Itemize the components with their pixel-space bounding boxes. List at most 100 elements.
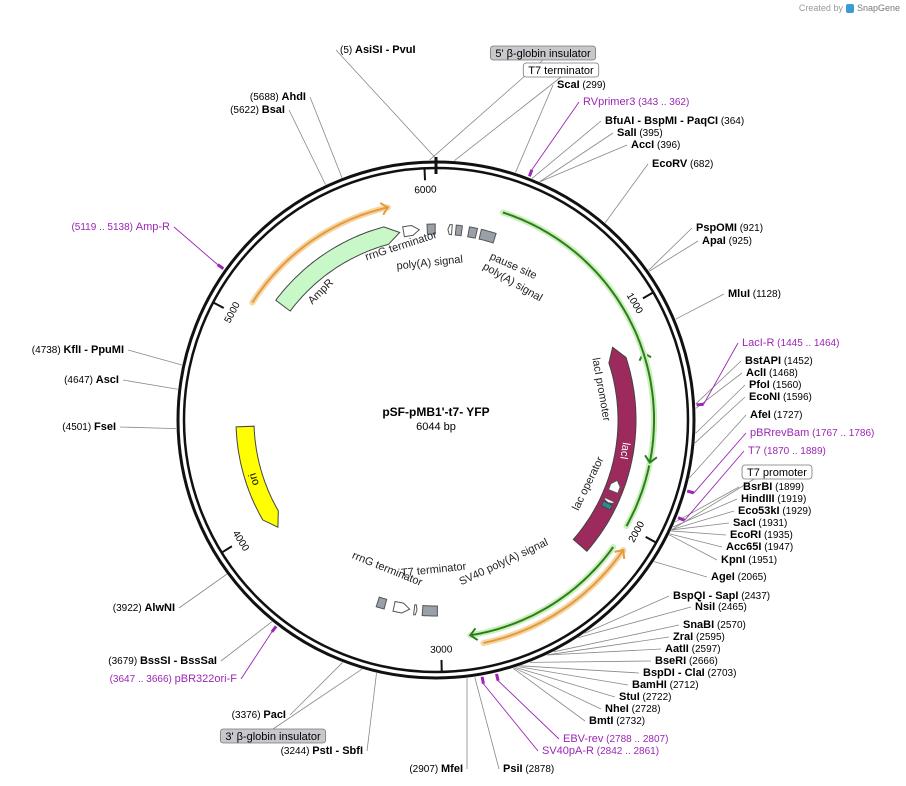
- leader-line: [695, 372, 743, 409]
- enzyme-site-label[interactable]: SacI (1931): [733, 517, 787, 529]
- feature-callout-box[interactable]: T7 promoter: [741, 464, 813, 480]
- primer-label[interactable]: (5119 .. 5138) Amp-R: [71, 221, 170, 233]
- enzyme-site-label[interactable]: MluI (1128): [728, 288, 781, 300]
- rrng-terminator-top-feature[interactable]: [402, 224, 421, 238]
- enzyme-site-label[interactable]: (3922) AlwNI: [113, 602, 175, 614]
- enzyme-text: BspQI: [673, 590, 705, 602]
- amp-orange-feature: [251, 206, 389, 304]
- created-by-text: Created by: [798, 3, 843, 13]
- enzyme-site-label[interactable]: AccI (396): [631, 139, 680, 151]
- primer-label[interactable]: (3647 .. 3666) pBR322ori-F: [110, 673, 238, 685]
- enzyme-text: (2065): [735, 572, 767, 583]
- enzyme-text: (4738): [32, 345, 64, 356]
- enzyme-site-label[interactable]: NheI (2728): [605, 703, 661, 715]
- enzyme-site-label[interactable]: BfuAI - BspMI - PaqCI (364): [605, 115, 744, 127]
- poly-a-signal-box-feature[interactable]: [478, 228, 497, 244]
- rrng-terminator-feature[interactable]: [392, 600, 411, 614]
- enzyme-site-label[interactable]: ApaI (925): [702, 235, 752, 247]
- enzyme-text: SbfI: [342, 745, 363, 757]
- 5-insulator-box-feature[interactable]: [426, 223, 436, 235]
- enzyme-site-label[interactable]: (5) AsiSI - PvuI: [340, 44, 416, 56]
- enzyme-site-label[interactable]: PfoI (1560): [749, 379, 801, 391]
- primer-binding-mark: [270, 625, 278, 633]
- ori-feature[interactable]: [235, 425, 279, 528]
- enzyme-site-label[interactable]: (4501) FseI: [62, 421, 116, 433]
- leader-line: [671, 510, 735, 530]
- enzyme-site-label[interactable]: HindIII (1919): [741, 493, 806, 505]
- enzyme-site-label[interactable]: BspQI - SapI (2437): [673, 590, 770, 602]
- enzyme-site-label[interactable]: EcoNI (1596): [749, 391, 812, 403]
- enzyme-text: (1128): [750, 289, 781, 300]
- green-lower-feature: [470, 546, 614, 637]
- enzyme-site-label[interactable]: ScaI (299): [557, 79, 606, 91]
- enzyme-site-label[interactable]: (3376) PacI: [232, 709, 286, 721]
- enzyme-site-label[interactable]: NsiI (2465): [695, 601, 747, 613]
- enzyme-site-label[interactable]: EcoRV (682): [652, 158, 713, 170]
- enzyme-site-label[interactable]: StuI (2722): [619, 691, 671, 703]
- enzyme-text: HindIII: [741, 493, 775, 505]
- primer-label[interactable]: EBV-rev (2788 .. 2807): [563, 733, 668, 745]
- yfp-outer-feature: [483, 549, 625, 644]
- pause-site-feature[interactable]: [467, 226, 479, 239]
- enzyme-text: BfuAI: [605, 115, 634, 127]
- enzyme-text: Acc65I: [726, 541, 761, 553]
- t7-promoter-feature[interactable]: [603, 496, 615, 505]
- enzyme-site-label[interactable]: BamHI (2712): [632, 679, 699, 691]
- enzyme-site-label[interactable]: AclI (1468): [746, 367, 798, 379]
- enzyme-site-label[interactable]: BstAPI (1452): [745, 355, 813, 367]
- enzyme-site-label[interactable]: AgeI (2065): [711, 571, 767, 583]
- enzyme-site-label[interactable]: KpnI (1951): [721, 554, 777, 566]
- enzyme-site-label[interactable]: (5622) BsaI: [230, 104, 285, 116]
- enzyme-site-label[interactable]: PspOMI (921): [696, 222, 763, 234]
- enzyme-text: PsiI: [503, 763, 523, 775]
- primer-label[interactable]: pBRrevBam (1767 .. 1786): [750, 427, 874, 439]
- enzyme-site-label[interactable]: BspDI - ClaI (2703): [643, 667, 736, 679]
- feature-callout-box[interactable]: T7 terminator: [522, 62, 600, 78]
- primer-label[interactable]: RVprimer3 (343 .. 362): [583, 96, 689, 108]
- enzyme-text: StuI: [619, 691, 640, 703]
- enzyme-site-label[interactable]: (3679) BssSI - BssSaI: [108, 655, 217, 667]
- enzyme-site-label[interactable]: ZraI (2595): [673, 631, 725, 643]
- enzyme-site-label[interactable]: SalI (395): [617, 127, 663, 139]
- leader-line: [649, 240, 699, 272]
- enzyme-text: ApaI: [702, 235, 726, 247]
- enzyme-site-label[interactable]: AatII (2597): [665, 643, 721, 655]
- poly-a-signal-small-feature[interactable]: [454, 224, 463, 237]
- 3-insulator-box-feature[interactable]: [375, 596, 388, 610]
- enzyme-site-label[interactable]: BsrBI (1899): [743, 481, 804, 493]
- enzyme-site-label[interactable]: (2907) MfeI: [409, 763, 463, 775]
- enzyme-site-label[interactable]: SnaBI (2570): [683, 619, 746, 631]
- sv40-poly-a-signal-feature[interactable]: [421, 604, 438, 617]
- green-lower-feature-arrowhead: [468, 627, 479, 641]
- laci-feature[interactable]: [572, 346, 637, 553]
- leader-line: [648, 227, 693, 271]
- enzyme-site-label[interactable]: AfeI (1727): [750, 409, 802, 421]
- feature-callout-box[interactable]: 5' β-globin insulator: [489, 45, 597, 61]
- enzyme-site-label[interactable]: BmtI (2732): [589, 715, 645, 727]
- enzyme-text: (3376): [232, 710, 264, 721]
- enzyme-site-label[interactable]: EcoRI (1935): [730, 529, 793, 541]
- enzyme-site-label[interactable]: PsiI (2878): [503, 763, 554, 775]
- primer-label[interactable]: T7 (1870 .. 1889): [748, 445, 826, 457]
- ampr-feature[interactable]: [275, 226, 401, 312]
- enzyme-site-label[interactable]: Acc65I (1947): [726, 541, 793, 553]
- enzyme-site-label[interactable]: (5688) AhdI: [250, 91, 306, 103]
- t7-terminator-feature[interactable]: [413, 604, 418, 616]
- enzyme-site-label[interactable]: (4647) AscI: [64, 374, 119, 386]
- laci-promoter-feature[interactable]: [607, 479, 621, 495]
- primer-label[interactable]: LacI-R (1445 .. 1464): [742, 337, 839, 349]
- enzyme-site-label[interactable]: (4738) KflI - PpuMI: [32, 344, 124, 356]
- enzyme-site-label[interactable]: Eco53kI (1929): [738, 505, 811, 517]
- primer-binding-mark: [495, 673, 500, 682]
- primer-range: (5119 .. 5138): [71, 222, 135, 233]
- enzyme-site-label[interactable]: BseRI (2666): [655, 655, 718, 667]
- lac-operator-feature[interactable]: [600, 500, 614, 511]
- feature-label: SV40 poly(A) signal: [457, 536, 550, 588]
- enzyme-text: MfeI: [441, 763, 463, 775]
- t7-terminator-top-feature[interactable]: [447, 224, 453, 236]
- primer-label[interactable]: SV40pA-R (2842 .. 2861): [542, 745, 659, 757]
- enzyme-text: BssSI: [140, 655, 171, 667]
- enzyme-site-label[interactable]: (3244) PstI - SbfI: [281, 745, 363, 757]
- feature-callout-box[interactable]: 3' β-globin insulator: [219, 728, 327, 744]
